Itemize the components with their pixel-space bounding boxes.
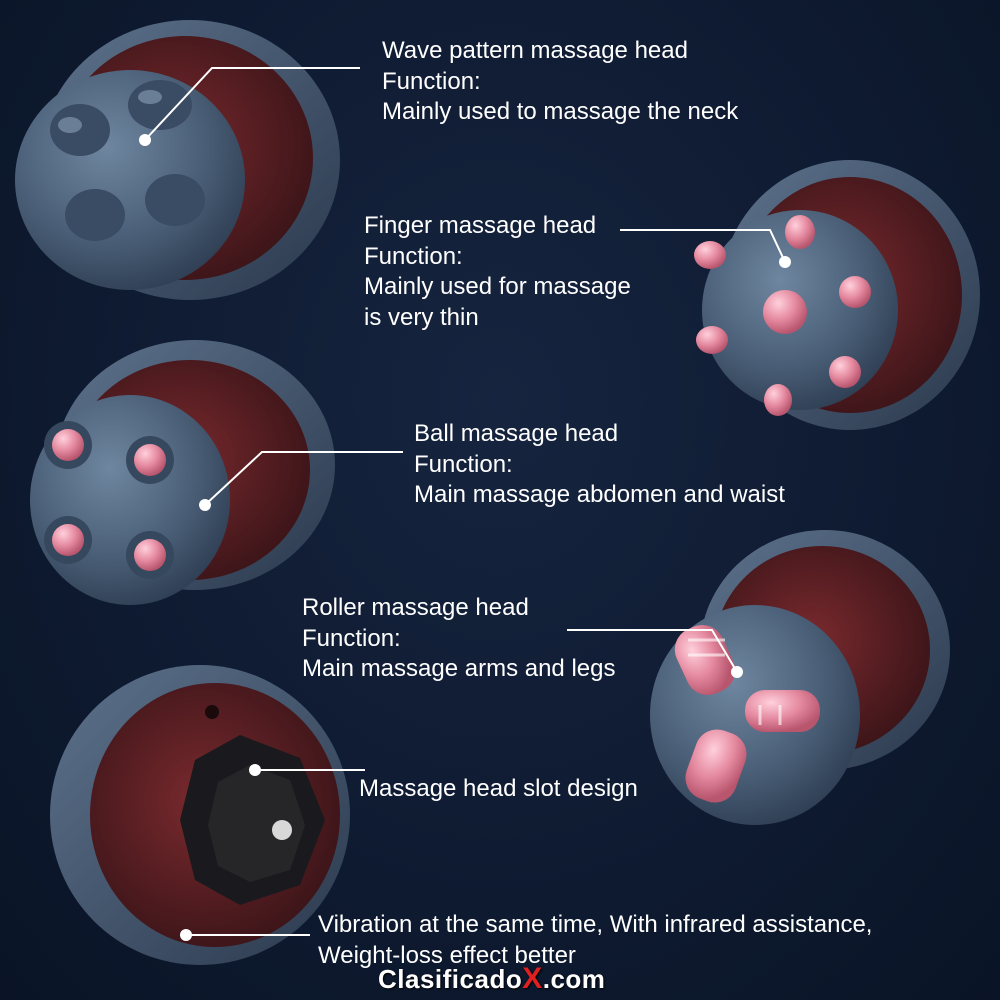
watermark-x: X	[522, 962, 543, 995]
ball-caption: Ball massage head Function: Main massage…	[414, 419, 785, 511]
finger-title: Finger massage head	[364, 212, 597, 239]
roller-massage-head	[650, 530, 950, 825]
roller-description: Main massage arms and legs	[302, 655, 616, 682]
wave-function-label: Function:	[382, 67, 481, 95]
vibration-caption: Vibration at the same time, With infrare…	[318, 910, 872, 971]
ball-title: Ball massage head	[414, 420, 619, 447]
slot-design-base	[50, 665, 350, 965]
finger-description-1: Mainly used for massage	[364, 273, 631, 300]
watermark-pre: Clasificado	[378, 964, 523, 994]
finger-function-label: Function:	[364, 242, 463, 270]
wave-caption: Wave pattern massage head Function: Main…	[382, 36, 738, 128]
vibration-line-2: Weight-loss effect better	[318, 941, 576, 969]
ball-description: Main massage abdomen and waist	[414, 481, 785, 508]
roller-title: Roller massage head	[302, 594, 529, 621]
watermark-post: .com	[542, 964, 606, 994]
slot-caption: Massage head slot design	[359, 774, 638, 805]
roller-caption: Roller massage head Function: Main massa…	[302, 593, 615, 685]
leader-lines	[144, 67, 786, 936]
ball-massage-head	[30, 340, 335, 605]
roller-function-label: Function:	[302, 624, 401, 652]
watermark-logo: ClasificadoX.com	[378, 962, 605, 996]
finger-massage-head	[694, 160, 980, 430]
wave-title: Wave pattern massage head	[382, 37, 688, 64]
wave-massage-head	[15, 20, 340, 300]
ball-function-label: Function:	[414, 450, 513, 478]
slot-title: Massage head slot design	[359, 775, 638, 802]
vibration-line-1: Vibration at the same time, With infrare…	[318, 911, 873, 938]
finger-caption: Finger massage head Function: Mainly use…	[364, 211, 631, 333]
finger-description-2: is very thin	[364, 303, 479, 331]
wave-description: Mainly used to massage the neck	[382, 98, 739, 125]
leader-dots	[139, 134, 791, 941]
